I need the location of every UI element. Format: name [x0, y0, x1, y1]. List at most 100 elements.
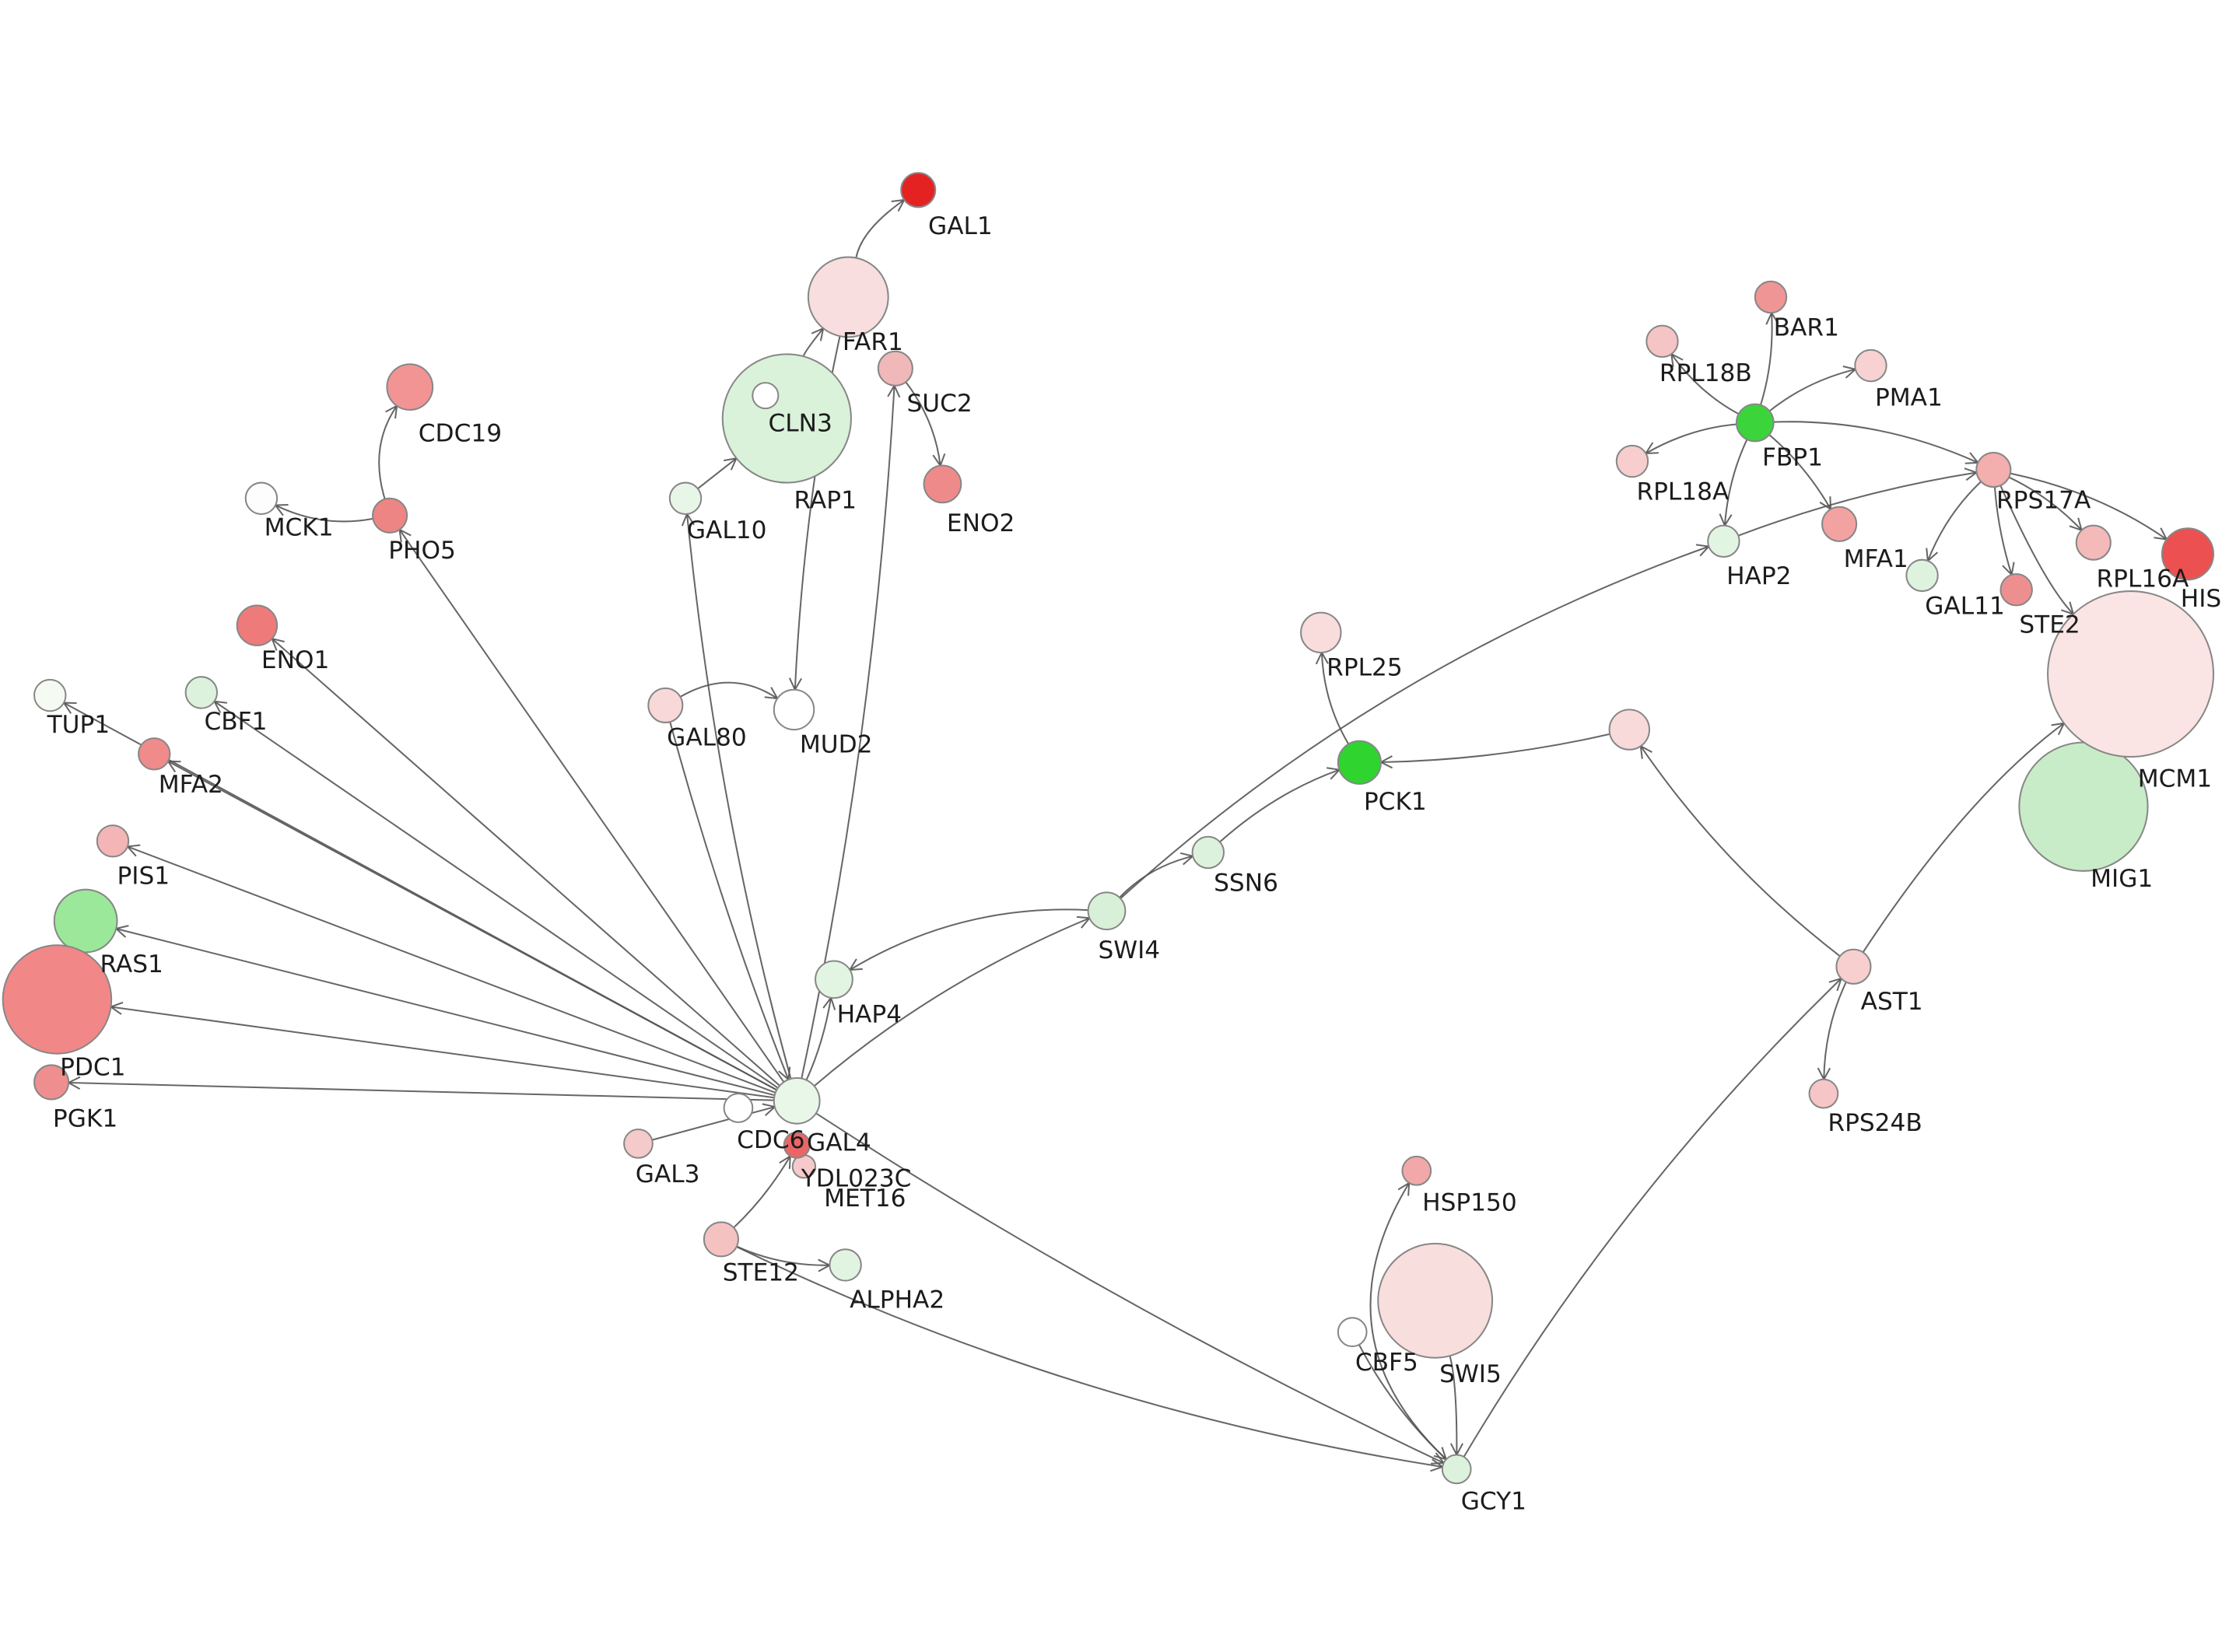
node-YDL023C[interactable] [783, 1131, 811, 1159]
edge-UNNAMED-PCK1[interactable] [1379, 733, 1610, 769]
node-HAP4[interactable] [815, 960, 853, 999]
node-GAL1[interactable] [900, 172, 937, 208]
edge-SWI4-HAP4[interactable] [848, 908, 1088, 971]
node-TUP1[interactable] [33, 678, 67, 712]
node-FAR1[interactable] [807, 256, 889, 338]
edge-GAL4-HAP4[interactable] [805, 996, 836, 1081]
node-ALPHA2[interactable] [829, 1248, 862, 1282]
edge-GAL4-PIS1[interactable] [125, 844, 776, 1094]
edge-GAL4-ENO1[interactable] [271, 637, 780, 1087]
edge-GAL4-PHO5[interactable] [398, 528, 785, 1083]
node-AST1[interactable] [1835, 948, 1872, 985]
node-SUC2[interactable] [877, 350, 913, 387]
node-STE12[interactable] [703, 1221, 739, 1258]
node-MCM1[interactable] [2047, 590, 2214, 758]
node-CBF1[interactable] [184, 676, 219, 709]
edge-FBP1-RPL18A[interactable] [1644, 423, 1737, 455]
node-PGK1[interactable] [33, 1064, 70, 1101]
node-MIG1[interactable] [2018, 741, 2149, 872]
node-MFA1[interactable] [1821, 506, 1858, 542]
node-label-MIG1: MIG1 [2091, 865, 2153, 893]
node-label-GAL80: GAL80 [667, 723, 747, 751]
edge-GAL80-MUD2[interactable] [679, 681, 780, 700]
node-STE2[interactable] [1999, 573, 2033, 607]
node-label-MCM1: MCM1 [2138, 765, 2212, 793]
node-ENO1[interactable] [236, 604, 279, 646]
node-PCK1[interactable] [1337, 740, 1382, 785]
node-CLN3[interactable] [721, 353, 852, 484]
node-RPL16A[interactable] [2075, 524, 2112, 561]
node-SWI5[interactable] [1377, 1242, 1494, 1359]
node-CDC19[interactable] [386, 363, 434, 411]
node-SSN6[interactable] [1191, 835, 1225, 870]
node-MFA2[interactable] [138, 737, 171, 771]
node-PIS1[interactable] [96, 824, 130, 858]
edge-HAP2-RPS17A[interactable] [1737, 467, 1978, 537]
edge-GAL10-CLN3[interactable] [697, 457, 738, 490]
node-label-RPL18A: RPL18A [1636, 478, 1730, 506]
edge-AST1-UNNAMED[interactable] [1639, 744, 1841, 957]
node-BAR1[interactable] [1754, 280, 1788, 314]
edge-SSN6-PCK1[interactable] [1219, 767, 1341, 843]
edge-RPS17A-GAL11[interactable] [1926, 481, 1982, 563]
node-label-RAP1: RAP1 [794, 487, 857, 515]
edge-GAL4-MFA2[interactable] [166, 760, 777, 1091]
node-label-TUP1: TUP1 [47, 711, 110, 739]
node-label-MFA1: MFA1 [1844, 545, 1908, 573]
node-label-PDC1: PDC1 [60, 1053, 125, 1081]
node-label-GAL10: GAL10 [687, 516, 767, 544]
node-RPL18B[interactable] [1645, 324, 1679, 359]
node-label-GAL11: GAL11 [1925, 592, 2005, 620]
edge-FBP1-PMA1[interactable] [1768, 365, 1857, 412]
node-label-SSN6: SSN6 [1214, 870, 1278, 898]
edge-STE12-YDL023C[interactable] [733, 1154, 791, 1229]
node-GCY1[interactable] [1441, 1454, 1472, 1485]
node-ENO2[interactable] [923, 464, 962, 504]
node-MUD2[interactable] [773, 688, 815, 731]
node-PMA1[interactable] [1854, 348, 1887, 383]
node-HAP2[interactable] [1707, 524, 1740, 558]
node-label-HIS4: HIS4 [2181, 585, 2222, 613]
node-PHO5[interactable] [372, 497, 408, 534]
node-RAP1[interactable] [752, 382, 780, 410]
edge-GAL4-CBF1[interactable] [212, 700, 779, 1089]
node-CBF5[interactable] [1337, 1317, 1368, 1348]
edge-SWI4-SSN6[interactable] [1119, 852, 1195, 898]
node-label-PCK1: PCK1 [1364, 788, 1427, 816]
node-CDC6[interactable] [723, 1093, 754, 1123]
edge-FAR1-GAL1[interactable] [855, 198, 906, 258]
node-label-YDL023C: YDL023C [801, 1164, 912, 1192]
node-GAL10[interactable] [668, 481, 703, 515]
node-label-RAS1: RAS1 [100, 950, 163, 978]
node-GAL11[interactable] [1905, 558, 1939, 593]
node-label-CDC6: CDC6 [737, 1126, 804, 1154]
node-MCK1[interactable] [244, 481, 279, 515]
node-PDC1[interactable] [2, 944, 113, 1055]
node-GAL3[interactable] [623, 1129, 654, 1159]
edge-PHO5-CDC19[interactable] [378, 404, 398, 499]
node-HSP150[interactable] [1401, 1155, 1432, 1186]
node-GAL80[interactable] [647, 687, 684, 723]
node-RPS24B[interactable] [1808, 1078, 1839, 1109]
labels-layer: CLN3RAP1FAR1GAL1SUC2ENO2GAL10CDC19MCK1PH… [47, 212, 2222, 1515]
node-HIS4[interactable] [2161, 527, 2214, 581]
node-UNNAMED[interactable] [1608, 709, 1650, 751]
node-RPL18A[interactable] [1615, 444, 1649, 478]
edge-GAL4-RAS1[interactable] [114, 925, 775, 1097]
node-RPL25[interactable] [1300, 611, 1342, 653]
edge-GAL4-GAL10[interactable] [681, 512, 792, 1080]
edge-CLN3-FAR1[interactable] [802, 327, 825, 357]
node-GAL4[interactable] [773, 1076, 821, 1125]
node-label-RPL25: RPL25 [1327, 653, 1403, 681]
edge-GAL4-PGK1[interactable] [66, 1076, 774, 1101]
edge-GCY1-AST1[interactable] [1463, 977, 1843, 1458]
node-label-PMA1: PMA1 [1875, 383, 1943, 411]
node-RAS1[interactable] [53, 888, 118, 954]
node-SWI4[interactable] [1087, 891, 1127, 931]
node-label-PGK1: PGK1 [53, 1104, 117, 1132]
node-label-RPL16A: RPL16A [2096, 565, 2189, 593]
node-RPS17A[interactable] [1975, 452, 2012, 488]
node-label-SWI4: SWI4 [1098, 936, 1160, 964]
node-FBP1[interactable] [1735, 403, 1775, 443]
